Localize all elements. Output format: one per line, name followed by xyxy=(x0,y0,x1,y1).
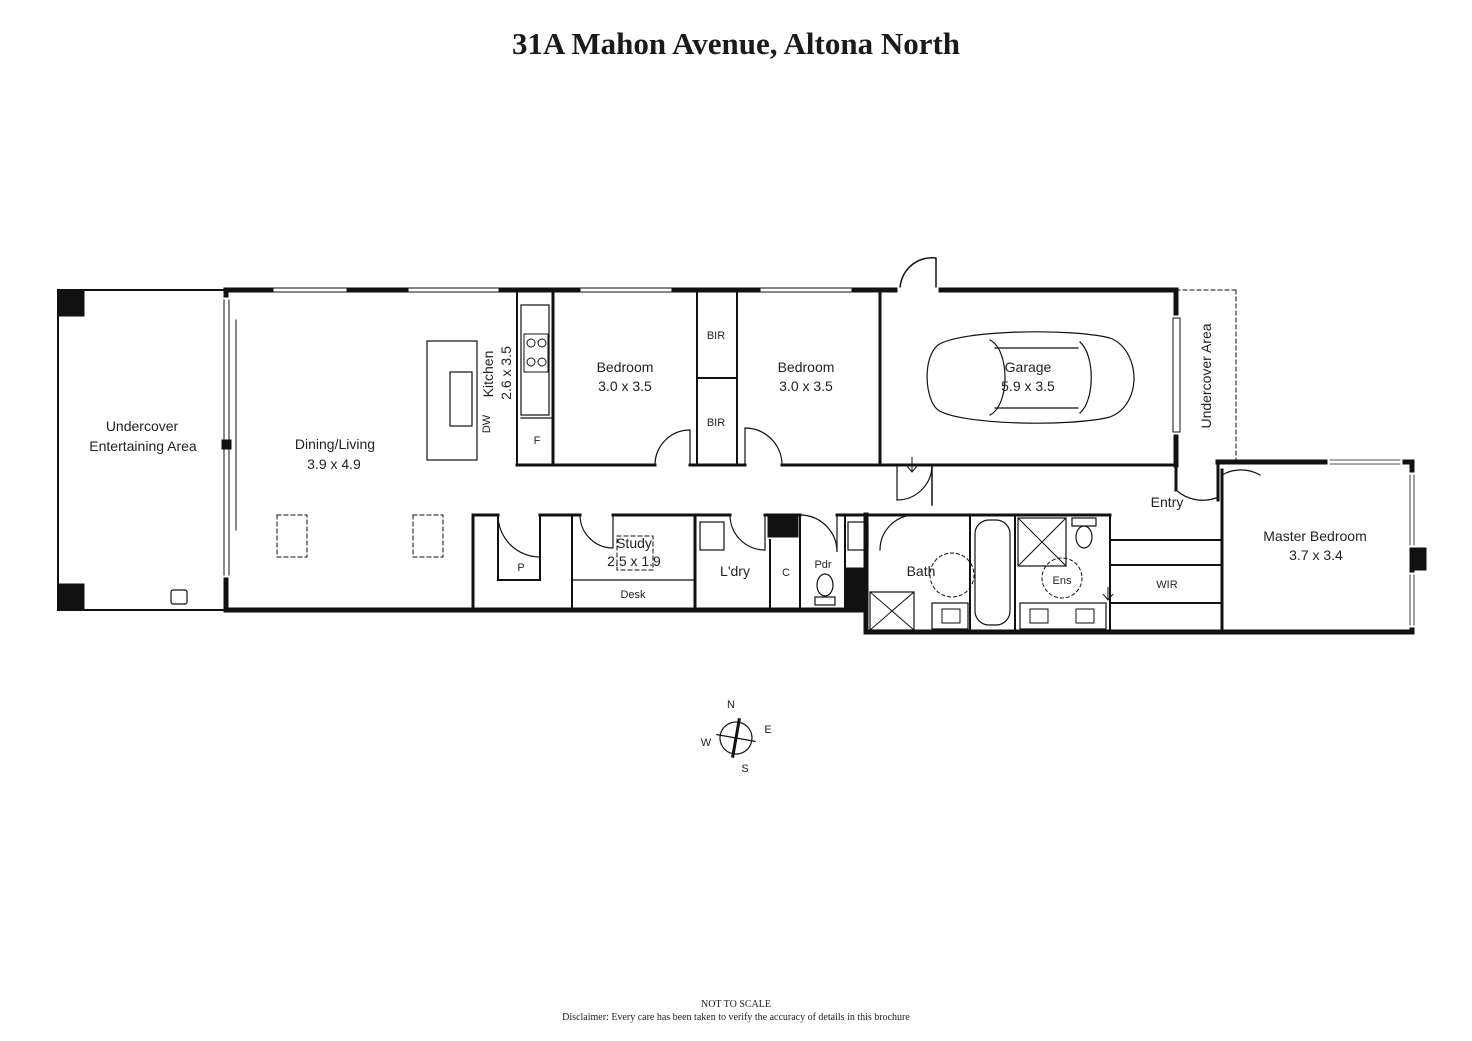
kitchen-island xyxy=(426,340,478,461)
ensuite-shower-icon xyxy=(1017,517,1067,567)
toilet-icon xyxy=(814,573,836,606)
size-dining-living: 3.9 x 4.9 xyxy=(307,456,361,472)
undercover-area-outline xyxy=(1175,289,1237,463)
shower-icon xyxy=(869,591,915,631)
label-bir-top: BIR xyxy=(707,330,725,342)
label-pantry: P xyxy=(517,562,524,574)
bathtub-icon xyxy=(974,519,1011,626)
compass-e: E xyxy=(764,724,771,736)
cooktop-icon xyxy=(523,333,549,373)
entry-door[interactable] xyxy=(1175,489,1217,501)
label-bedroom-2: Bedroom xyxy=(778,359,835,375)
compass-n: N xyxy=(727,699,735,711)
post xyxy=(57,289,85,317)
car-icon xyxy=(926,331,1135,424)
disclaimer: Disclaimer: Every care has been taken to… xyxy=(562,1012,910,1023)
compass-w: W xyxy=(701,737,712,749)
label-undercover-area: Undercover Area xyxy=(1198,323,1214,428)
not-to-scale: NOT TO SCALE xyxy=(700,999,771,1010)
powder-door[interactable] xyxy=(799,514,838,553)
undercover-entertaining-area xyxy=(57,289,227,611)
label-study: Study xyxy=(616,535,652,551)
size-study: 2.5 x 1.9 xyxy=(607,553,661,569)
garage-door[interactable] xyxy=(1172,317,1181,433)
lower-wing-walls xyxy=(471,513,882,612)
bedroom1-door[interactable] xyxy=(654,429,691,466)
label-kitchen: Kitchen xyxy=(480,351,496,398)
label-powder: Pdr xyxy=(814,559,831,571)
label-garage: Garage xyxy=(1005,359,1052,375)
sliding-doors-living[interactable] xyxy=(221,297,237,578)
label-undercover-1: Undercover xyxy=(106,418,179,434)
label-entry: Entry xyxy=(1151,494,1184,510)
label-desk: Desk xyxy=(620,589,646,601)
label-cupboard: C xyxy=(782,567,790,579)
compass-icon xyxy=(716,718,756,758)
compass-s: S xyxy=(741,763,748,775)
pantry-door[interactable] xyxy=(497,514,541,558)
label-laundry: L'dry xyxy=(720,563,750,579)
garage-internal-door[interactable] xyxy=(896,464,933,501)
garage-side-door[interactable] xyxy=(899,257,937,291)
label-bedroom-1: Bedroom xyxy=(597,359,654,375)
label-bath: Bath xyxy=(907,563,936,579)
label-dining-living: Dining/Living xyxy=(295,436,375,452)
laundry-trough-icon xyxy=(699,521,725,551)
size-bedroom-2: 3.0 x 3.5 xyxy=(779,378,833,394)
bbq-icon xyxy=(170,589,188,605)
size-bedroom-1: 3.0 x 3.5 xyxy=(598,378,652,394)
ensuite-toilet-icon xyxy=(1071,517,1097,549)
label-fridge: F xyxy=(534,435,541,447)
master-bedroom-door[interactable] xyxy=(1221,469,1261,476)
label-bir-bottom: BIR xyxy=(707,417,725,429)
bath-door[interactable] xyxy=(879,514,916,551)
size-master-bedroom: 3.7 x 3.4 xyxy=(1289,547,1343,563)
label-wir: WIR xyxy=(1156,579,1177,591)
study-door[interactable] xyxy=(579,514,614,549)
size-kitchen: 2.6 x 3.5 xyxy=(498,346,514,400)
size-garage: 5.9 x 3.5 xyxy=(1001,378,1055,394)
page-title: 31A Mahon Avenue, Altona North xyxy=(511,26,961,61)
post xyxy=(57,583,85,611)
label-master-bedroom: Master Bedroom xyxy=(1263,528,1366,544)
sink-icon xyxy=(449,371,473,427)
bedroom2-door[interactable] xyxy=(744,427,783,466)
laundry-door[interactable] xyxy=(729,514,766,551)
label-ensuite: Ens xyxy=(1053,575,1072,587)
label-dw: DW xyxy=(481,414,493,433)
label-undercover-2: Entertaining Area xyxy=(89,438,197,454)
